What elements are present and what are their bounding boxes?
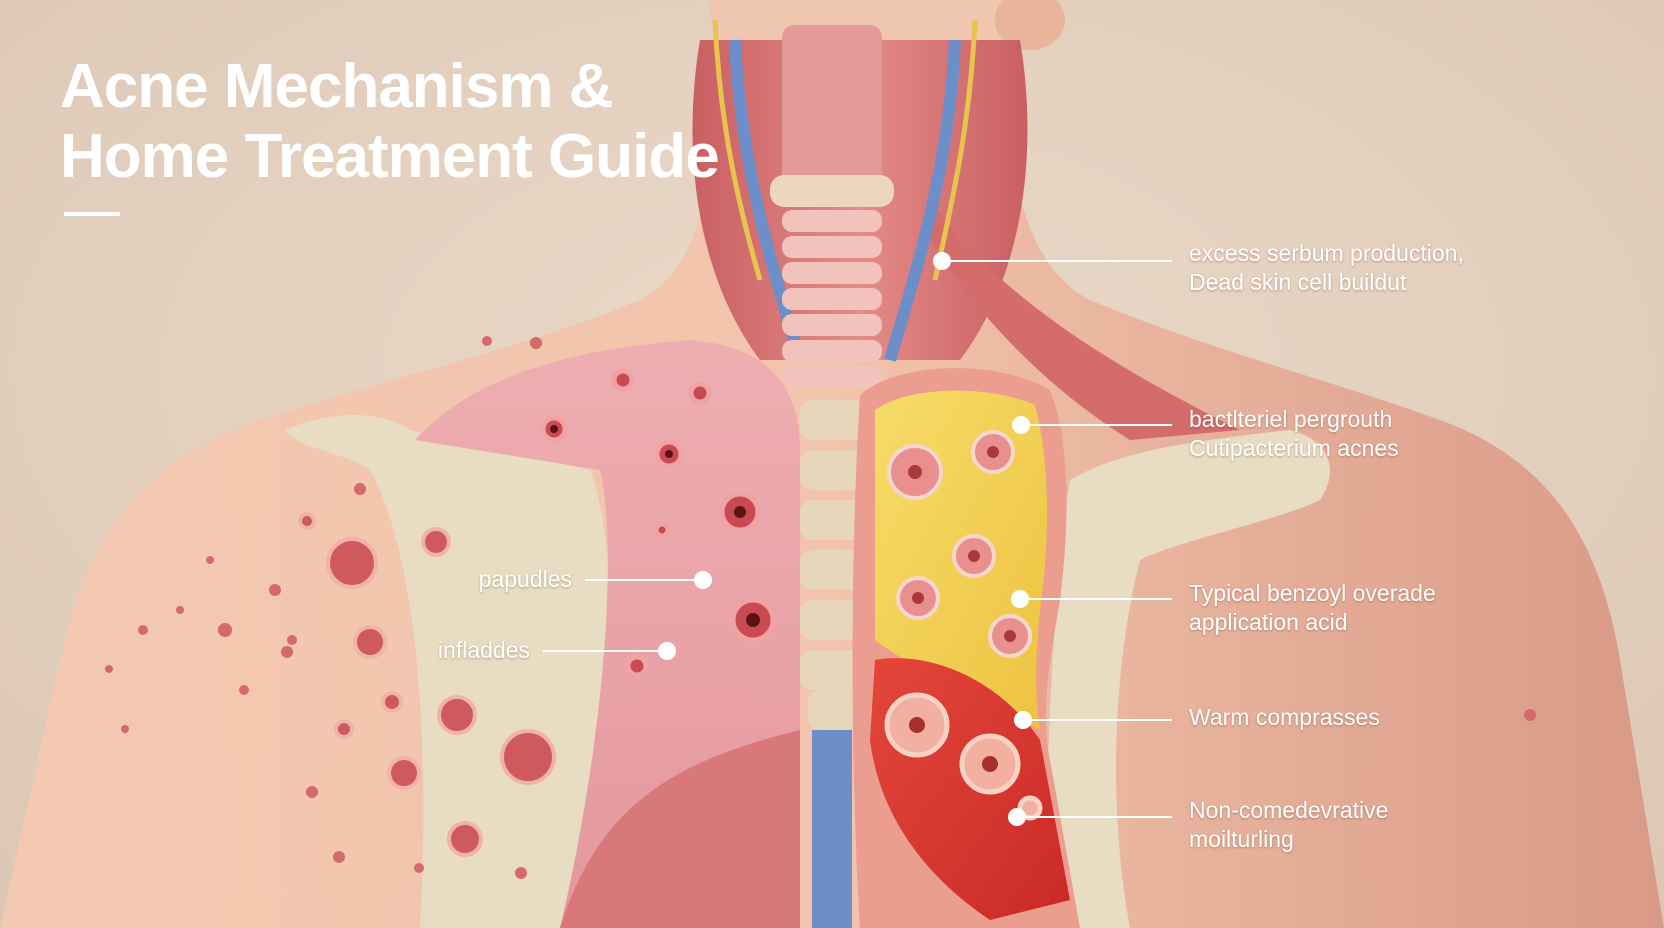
callout-moisturizer-line-1: Non-comedevrative [1189, 797, 1389, 823]
right-scapula-plate [1040, 430, 1330, 928]
callout-papules-line-1: papudles [478, 566, 572, 592]
left-scapula-plate [285, 415, 614, 928]
acne-left-shoulder [298, 512, 556, 857]
title-line-1: Acne Mechanism & [60, 52, 614, 121]
pore-centers-yellow [908, 446, 1016, 642]
callout-compress: Warm comprasses [1189, 703, 1380, 732]
central-vessel [812, 730, 852, 928]
vessel-right [884, 39, 961, 362]
callout-inflamed: infladdes [360, 636, 530, 665]
callout-papules: papudles [400, 565, 572, 594]
pore-centers-red [909, 717, 998, 772]
pimple-centers-pink [550, 425, 760, 627]
ear [995, 0, 1065, 50]
callout-benzoyl-line-2: application acid [1189, 609, 1348, 635]
trapezius-right [930, 200, 1240, 440]
callout-bacteria-line-2: Cutipacterium acnes [1189, 435, 1399, 461]
callout-bacteria-line-1: bactlteriel pergrouth [1189, 406, 1393, 432]
page-title: Acne Mechanism & Home Treatment Guide [60, 52, 720, 192]
callout-compress-line-1: Warm comprasses [1189, 704, 1380, 730]
callout-benzoyl-line-1: Typical benzoyl overade [1189, 580, 1436, 606]
callout-sebum-line-2: Dead skin cell buildut [1189, 269, 1407, 295]
callout-moisturizer: Non-comedevrative moilturling [1189, 796, 1388, 854]
callout-moisturizer-line-2: moilturling [1189, 826, 1294, 852]
callout-bacteria: bactlteriel pergrouth Cutipacterium acne… [1189, 405, 1399, 463]
title-line-2: Home Treatment Guide [60, 122, 720, 191]
acne-dots [105, 336, 1536, 879]
callout-sebum-line-1: excess serbum production, [1189, 240, 1464, 266]
title-underline [64, 212, 120, 216]
callout-sebum: excess serbum production, Dead skin cell… [1189, 239, 1464, 297]
trachea [782, 25, 882, 205]
leader-dots [658, 252, 1032, 826]
callout-inflamed-line-1: infladdes [437, 637, 530, 663]
leader-lines [543, 260, 1172, 818]
spine [770, 175, 894, 730]
nerve-left [712, 19, 763, 281]
callout-benzoyl: Typical benzoyl overade application acid [1189, 579, 1436, 637]
lower-muscle-left [560, 730, 800, 928]
